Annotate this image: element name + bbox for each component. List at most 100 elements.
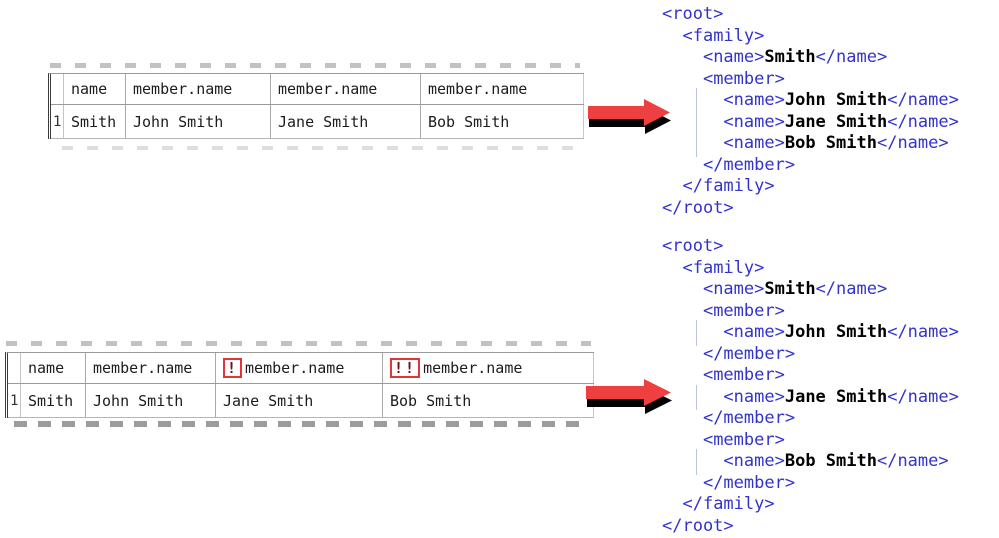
- xml-tag: <root>: [662, 236, 724, 256]
- xml-code-line: <name>Jane Smith</name>: [662, 109, 959, 135]
- xml-value: John Smith: [784, 322, 888, 342]
- xml-value: Jane Smith: [784, 111, 888, 132]
- xml-value: Bob Smith: [784, 451, 877, 471]
- row-number: 1: [51, 105, 64, 138]
- column-header-name: name: [21, 353, 86, 383]
- xml-tag: <member>: [702, 68, 785, 89]
- xml-tag: </name>: [815, 47, 888, 67]
- xml-value: Jane Smith: [784, 386, 888, 407]
- column-header-name: name: [64, 74, 126, 104]
- xml-value: Smith: [764, 279, 816, 299]
- xml-tag: </root>: [662, 197, 734, 218]
- column-header-label: name: [28, 359, 65, 377]
- xml-code-line: <family>: [662, 258, 959, 280]
- column-header-member-name-1: member.name: [126, 74, 271, 104]
- xml-code-line: <name>Bob Smith</name>: [662, 131, 959, 156]
- table-header-row: name member.name ! member.name !! member…: [8, 353, 594, 384]
- xml-code-block-merged: <root> <family> <name>Smith</name> <memb…: [662, 4, 959, 219]
- xml-code-line: </family>: [662, 494, 959, 516]
- table-data-row: 1 Smith John Smith Jane Smith Bob Smith: [51, 105, 584, 139]
- column-header-label: member.name: [93, 359, 193, 377]
- xml-code-line: <name>John Smith</name>: [662, 88, 959, 113]
- cell-name: Smith: [21, 384, 86, 417]
- xml-indent: [662, 387, 723, 407]
- xml-code-line: </root>: [662, 198, 959, 220]
- xml-indent: [662, 155, 703, 175]
- column-header-member-name-1: member.name: [86, 353, 216, 383]
- table-header-row: name member.name member.name member.name: [51, 74, 584, 105]
- xml-code-line: <name>Jane Smith</name>: [662, 384, 959, 410]
- xml-indent: [662, 451, 723, 471]
- xml-value: Bob Smith: [784, 133, 877, 153]
- warning-marker-exclamation: !: [223, 358, 243, 378]
- xml-tag: <name>: [723, 111, 785, 132]
- xml-tag: </family>: [682, 494, 775, 514]
- column-header-label: name: [71, 80, 108, 98]
- row-number-header: [51, 74, 64, 104]
- xml-tag: <family>: [682, 25, 765, 46]
- xml-indent: [662, 133, 723, 153]
- xml-indent: [662, 90, 723, 110]
- xml-indent: [662, 258, 682, 278]
- xml-code-line: <member>: [662, 430, 959, 452]
- torn-edge-artifact: [50, 63, 580, 68]
- xml-code-line: <root>: [662, 236, 959, 258]
- xml-tag: <member>: [702, 300, 785, 321]
- spreadsheet-table-merged: name member.name member.name member.name…: [48, 73, 584, 139]
- xml-code-block-split: <root> <family> <name>Smith</name> <memb…: [662, 236, 959, 537]
- xml-code-line: </family>: [662, 176, 959, 198]
- xml-tag: <family>: [682, 257, 765, 278]
- xml-value: Smith: [764, 47, 816, 67]
- row-number: 1: [8, 384, 21, 417]
- xml-tag: <name>: [723, 386, 785, 407]
- xml-tag: </name>: [887, 111, 959, 132]
- xml-indent: [662, 26, 682, 46]
- xml-tag: </member>: [702, 408, 796, 428]
- xml-code-line: <name>Bob Smith</name>: [662, 449, 959, 474]
- xml-tag: <name>: [702, 279, 765, 299]
- xml-value: John Smith: [784, 90, 888, 110]
- xml-code-line: <name>Smith</name>: [662, 279, 959, 301]
- column-header-member-name-2: ! member.name: [216, 353, 383, 383]
- xml-code-line: <member>: [662, 301, 959, 323]
- column-header-member-name-2: member.name: [271, 74, 421, 104]
- red-arrow-icon: [584, 373, 674, 423]
- torn-edge-artifact: [62, 146, 577, 150]
- xml-tag: </member>: [702, 472, 796, 493]
- xml-indent: [662, 408, 703, 428]
- cell-member-name-2: Jane Smith: [271, 105, 421, 138]
- cell-name: Smith: [64, 105, 126, 138]
- xml-tag: </name>: [876, 451, 949, 471]
- xml-indent: [662, 494, 682, 514]
- xml-indent: [662, 176, 682, 196]
- torn-edge-artifact: [6, 341, 591, 346]
- xml-tag: <root>: [662, 4, 724, 24]
- xml-indent: [662, 112, 723, 132]
- xml-code-line: <root>: [662, 4, 959, 26]
- xml-tag: <name>: [723, 322, 785, 342]
- xml-tag: </member>: [702, 154, 796, 175]
- xml-code-line: <family>: [662, 26, 959, 48]
- column-header-label: member.name: [423, 359, 523, 377]
- column-header-member-name-3: !! member.name: [383, 353, 594, 383]
- xml-code-line: <member>: [662, 365, 959, 387]
- xml-code-line: <name>John Smith</name>: [662, 320, 959, 345]
- xml-tag: </name>: [887, 322, 959, 342]
- column-header-member-name-3: member.name: [421, 74, 584, 104]
- xml-indent: [662, 365, 703, 385]
- xml-tag: <name>: [723, 451, 785, 471]
- xml-tag: <name>: [723, 90, 785, 110]
- xml-indent: [662, 473, 703, 493]
- cell-member-name-3: Bob Smith: [383, 384, 594, 417]
- cell-member-name-1: John Smith: [126, 105, 271, 138]
- column-header-label: member.name: [428, 80, 528, 98]
- column-header-label: member.name: [278, 80, 378, 98]
- xml-indent: [662, 344, 703, 364]
- xml-indent: [662, 301, 703, 321]
- cell-member-name-3: Bob Smith: [421, 105, 584, 138]
- xml-tag: </name>: [876, 133, 949, 153]
- row-number-header: [8, 353, 21, 383]
- torn-edge-artifact: [14, 421, 586, 427]
- red-arrow-icon: [586, 93, 672, 143]
